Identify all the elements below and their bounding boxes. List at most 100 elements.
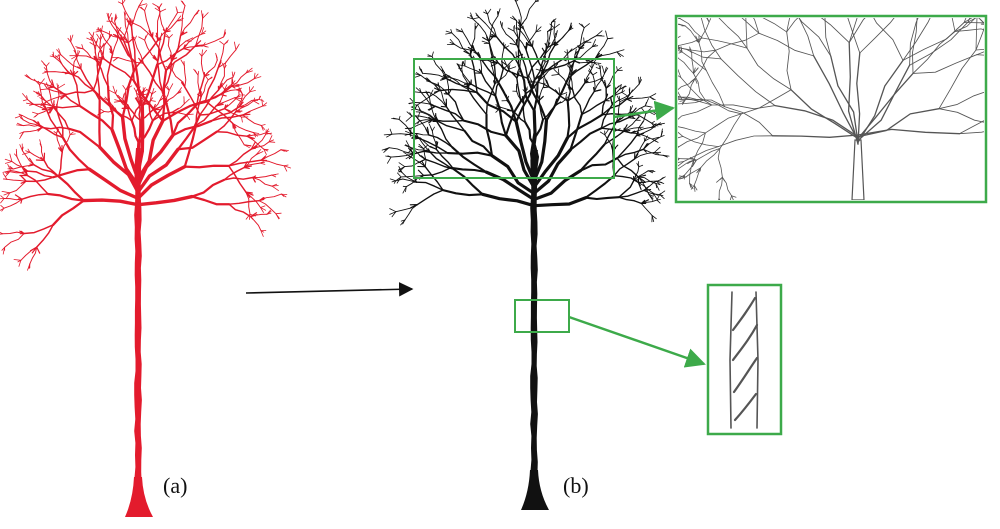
branch bbox=[532, 148, 572, 195]
branch bbox=[232, 122, 255, 134]
twig bbox=[622, 39, 628, 42]
branch bbox=[419, 138, 431, 153]
twig bbox=[678, 174, 685, 179]
branch bbox=[532, 136, 569, 189]
twig bbox=[554, 23, 560, 29]
branch bbox=[439, 88, 478, 94]
twig bbox=[253, 73, 259, 80]
twig bbox=[122, 0, 126, 5]
branch bbox=[138, 103, 142, 121]
detail-branch bbox=[753, 18, 760, 34]
branch bbox=[204, 66, 219, 102]
trunk-edge bbox=[755, 291, 759, 429]
branch bbox=[533, 118, 544, 147]
twig bbox=[231, 85, 236, 89]
branch bbox=[413, 102, 436, 107]
branch bbox=[204, 100, 234, 125]
twig bbox=[26, 102, 34, 105]
twig bbox=[503, 45, 510, 49]
twig bbox=[431, 51, 434, 57]
twig bbox=[406, 111, 413, 117]
branch bbox=[52, 199, 85, 226]
twig bbox=[531, 40, 534, 48]
twig bbox=[631, 102, 636, 105]
trunk bbox=[530, 150, 538, 472]
detail-branch bbox=[678, 161, 685, 163]
branch bbox=[176, 113, 201, 151]
branch bbox=[584, 174, 616, 199]
twig bbox=[510, 17, 517, 22]
detail-branch bbox=[993, 124, 1000, 134]
twig bbox=[120, 34, 125, 42]
twig bbox=[222, 62, 225, 69]
branch bbox=[32, 103, 55, 108]
branch bbox=[216, 110, 237, 133]
twig bbox=[554, 102, 560, 107]
twig bbox=[644, 98, 649, 107]
twig bbox=[490, 62, 499, 67]
branch bbox=[516, 44, 529, 79]
detail-branch bbox=[700, 148, 721, 169]
branch bbox=[142, 62, 164, 93]
twig bbox=[36, 91, 42, 96]
twig bbox=[37, 94, 42, 97]
branch bbox=[10, 170, 28, 176]
twig bbox=[530, 84, 535, 87]
twig bbox=[555, 89, 561, 96]
twig bbox=[235, 89, 241, 92]
branch bbox=[514, 120, 536, 183]
branch bbox=[4, 233, 25, 248]
twig bbox=[654, 42, 662, 43]
branch bbox=[388, 147, 414, 155]
twig bbox=[135, 97, 140, 105]
branch bbox=[21, 193, 49, 200]
twig bbox=[610, 98, 613, 106]
branch bbox=[26, 170, 55, 178]
twig bbox=[253, 100, 260, 105]
twig bbox=[656, 55, 659, 57]
detail-branch bbox=[938, 91, 984, 110]
twig bbox=[202, 45, 207, 48]
twig bbox=[571, 69, 577, 75]
branch bbox=[428, 134, 453, 148]
detail-branch bbox=[705, 70, 725, 107]
twig bbox=[260, 124, 266, 126]
twig bbox=[546, 43, 555, 49]
branch bbox=[571, 88, 583, 116]
twig bbox=[165, 65, 173, 71]
twig bbox=[243, 165, 252, 169]
branch bbox=[419, 119, 439, 122]
twig bbox=[963, 9, 969, 10]
branch bbox=[197, 74, 202, 98]
detail-branch bbox=[631, 67, 653, 72]
branch bbox=[532, 144, 539, 182]
twig bbox=[594, 53, 600, 60]
twig bbox=[487, 8, 492, 15]
twig bbox=[660, 135, 665, 138]
twig bbox=[224, 85, 232, 90]
branch bbox=[405, 174, 424, 188]
twig bbox=[497, 8, 501, 17]
twig bbox=[232, 122, 234, 129]
branch bbox=[53, 86, 81, 107]
twig bbox=[631, 59, 637, 60]
branch bbox=[584, 196, 620, 201]
detail-branch bbox=[958, 0, 978, 4]
twig bbox=[1, 190, 11, 194]
branch bbox=[180, 5, 186, 36]
branch bbox=[183, 164, 230, 169]
branch bbox=[183, 65, 187, 88]
twig bbox=[678, 45, 681, 49]
twig bbox=[674, 8, 679, 13]
detail-branch bbox=[693, 167, 702, 186]
branch bbox=[424, 158, 455, 170]
twig bbox=[646, 12, 647, 16]
branch bbox=[223, 166, 245, 181]
twig bbox=[689, 182, 692, 188]
twig bbox=[638, 164, 644, 168]
trunk-detail-inset bbox=[729, 291, 759, 429]
bark-stripe bbox=[731, 296, 757, 332]
twig bbox=[402, 219, 406, 225]
twig bbox=[199, 88, 202, 98]
branch bbox=[463, 129, 494, 157]
